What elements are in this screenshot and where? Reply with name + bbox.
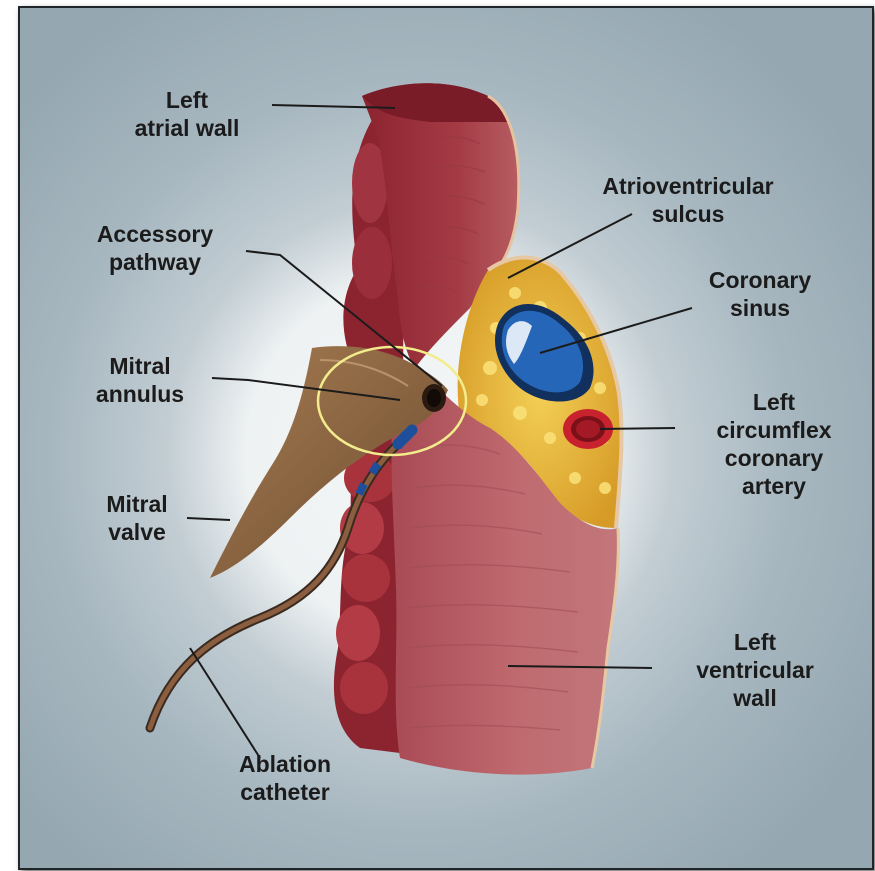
label-mitral-valve: Mitralvalve xyxy=(72,490,202,546)
figure-frame: Leftatrial wall Accessorypathway Mitrala… xyxy=(18,6,874,870)
label-left-ventricular-wall: Leftventricularwall xyxy=(660,628,850,712)
label-circumflex-artery: Leftcircumflexcoronaryartery xyxy=(684,388,864,500)
label-accessory-pathway: Accessorypathway xyxy=(70,220,240,276)
label-ablation-catheter: Ablationcatheter xyxy=(210,750,360,806)
label-coronary-sinus: Coronarysinus xyxy=(680,266,840,322)
label-left-atrial-wall: Leftatrial wall xyxy=(102,86,272,142)
label-mitral-annulus: Mitralannulus xyxy=(70,352,210,408)
label-av-sulcus: Atrioventricularsulcus xyxy=(568,172,808,228)
